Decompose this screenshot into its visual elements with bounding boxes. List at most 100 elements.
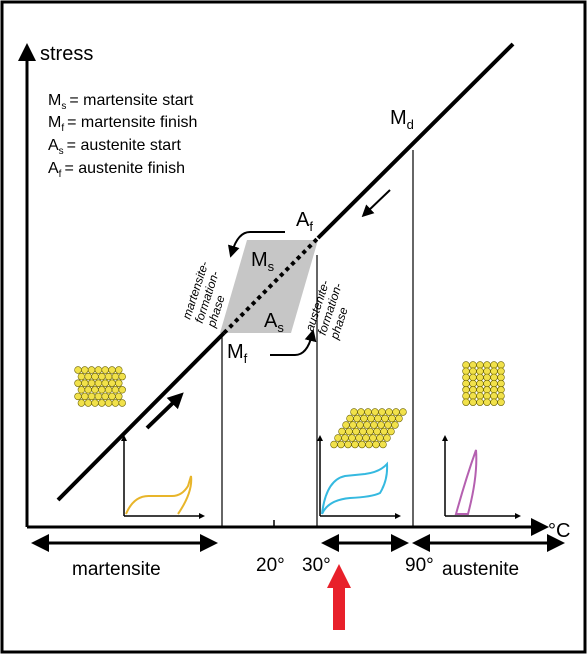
atom (476, 392, 484, 400)
temp-20: 20° (256, 555, 285, 576)
atom (101, 366, 109, 374)
atom (111, 399, 120, 407)
atom (476, 361, 484, 369)
atom (497, 367, 505, 375)
atom (362, 434, 370, 442)
atom (483, 379, 491, 388)
austenite-curve (454, 449, 478, 515)
atom (115, 392, 123, 401)
martensite-formation-arrow (227, 231, 285, 258)
transition-line-lower (56, 331, 226, 502)
atom (359, 427, 367, 436)
transition-line-upper (316, 42, 515, 240)
atom (363, 421, 371, 429)
atom (483, 398, 491, 406)
atom (353, 414, 361, 423)
austenite-label: austenite (442, 559, 519, 580)
temp-90: 90° (405, 555, 434, 576)
atom (94, 392, 103, 401)
atom (379, 440, 387, 449)
atom (81, 366, 89, 374)
legend-item-af: Af= austenite finish (48, 160, 185, 180)
atom (108, 379, 116, 387)
atom (385, 408, 393, 416)
legend-item-mf: Mf= martensite finish (48, 114, 197, 134)
atom (395, 414, 403, 423)
point-md: Md (390, 107, 414, 132)
atom (469, 373, 477, 382)
atom (118, 372, 126, 381)
atom (98, 372, 106, 381)
atom (360, 414, 368, 423)
atom (77, 386, 86, 394)
atom (462, 398, 470, 406)
legend: Ms= martensite start Mf= martensite fini… (48, 92, 197, 180)
atom (118, 399, 126, 407)
martensite-label: martensite (72, 559, 161, 580)
atom (74, 379, 82, 387)
atom (355, 434, 363, 442)
atom (344, 440, 352, 449)
atom (115, 366, 123, 374)
point-mf: Mf (227, 341, 248, 366)
atom (108, 392, 116, 401)
y-axis-label: stress (40, 43, 93, 65)
atom (371, 408, 379, 416)
atom (497, 379, 505, 388)
atom (115, 379, 123, 387)
x-axis-unit: °C (548, 520, 570, 542)
atom (490, 373, 498, 382)
atom (383, 434, 391, 442)
atom (365, 440, 373, 449)
transition-line-dotted (222, 236, 320, 335)
atom (364, 408, 372, 416)
atom (98, 399, 106, 407)
atom (483, 392, 491, 400)
atom (104, 399, 113, 407)
atom (497, 392, 505, 400)
atom (483, 361, 491, 369)
atom (490, 367, 498, 375)
atom (476, 398, 484, 406)
atom (91, 372, 99, 381)
atom (118, 386, 126, 394)
atom (342, 421, 350, 429)
atom (462, 361, 470, 369)
atom (87, 392, 96, 401)
atom (380, 427, 388, 436)
atom (91, 386, 99, 394)
loading-arrow (145, 392, 184, 430)
atom (367, 414, 375, 423)
atom (483, 373, 491, 382)
atom (101, 379, 109, 387)
atom (392, 408, 400, 416)
atom (376, 434, 384, 442)
atom (462, 379, 470, 388)
atom (84, 386, 92, 394)
atom (98, 386, 106, 394)
legend-item-as: As= austenite start (48, 137, 182, 157)
atom (469, 398, 477, 406)
atom (374, 414, 382, 423)
austenite-stress-strain-plot (442, 435, 521, 519)
atom (111, 372, 120, 381)
atom (84, 372, 92, 381)
atom (111, 386, 120, 394)
legend-item-ms: Ms= martensite start (48, 92, 194, 112)
atom (462, 367, 470, 375)
atom (101, 392, 109, 401)
atom (370, 421, 378, 429)
atom (381, 414, 389, 423)
atom (462, 386, 470, 394)
atom (104, 372, 113, 381)
atom (378, 408, 386, 416)
atom (469, 367, 477, 375)
unloading-arrow (361, 189, 391, 218)
martensite-lattice (74, 366, 126, 407)
atom (366, 427, 374, 436)
atom (476, 379, 484, 388)
atom (497, 386, 505, 394)
atom (388, 414, 396, 423)
